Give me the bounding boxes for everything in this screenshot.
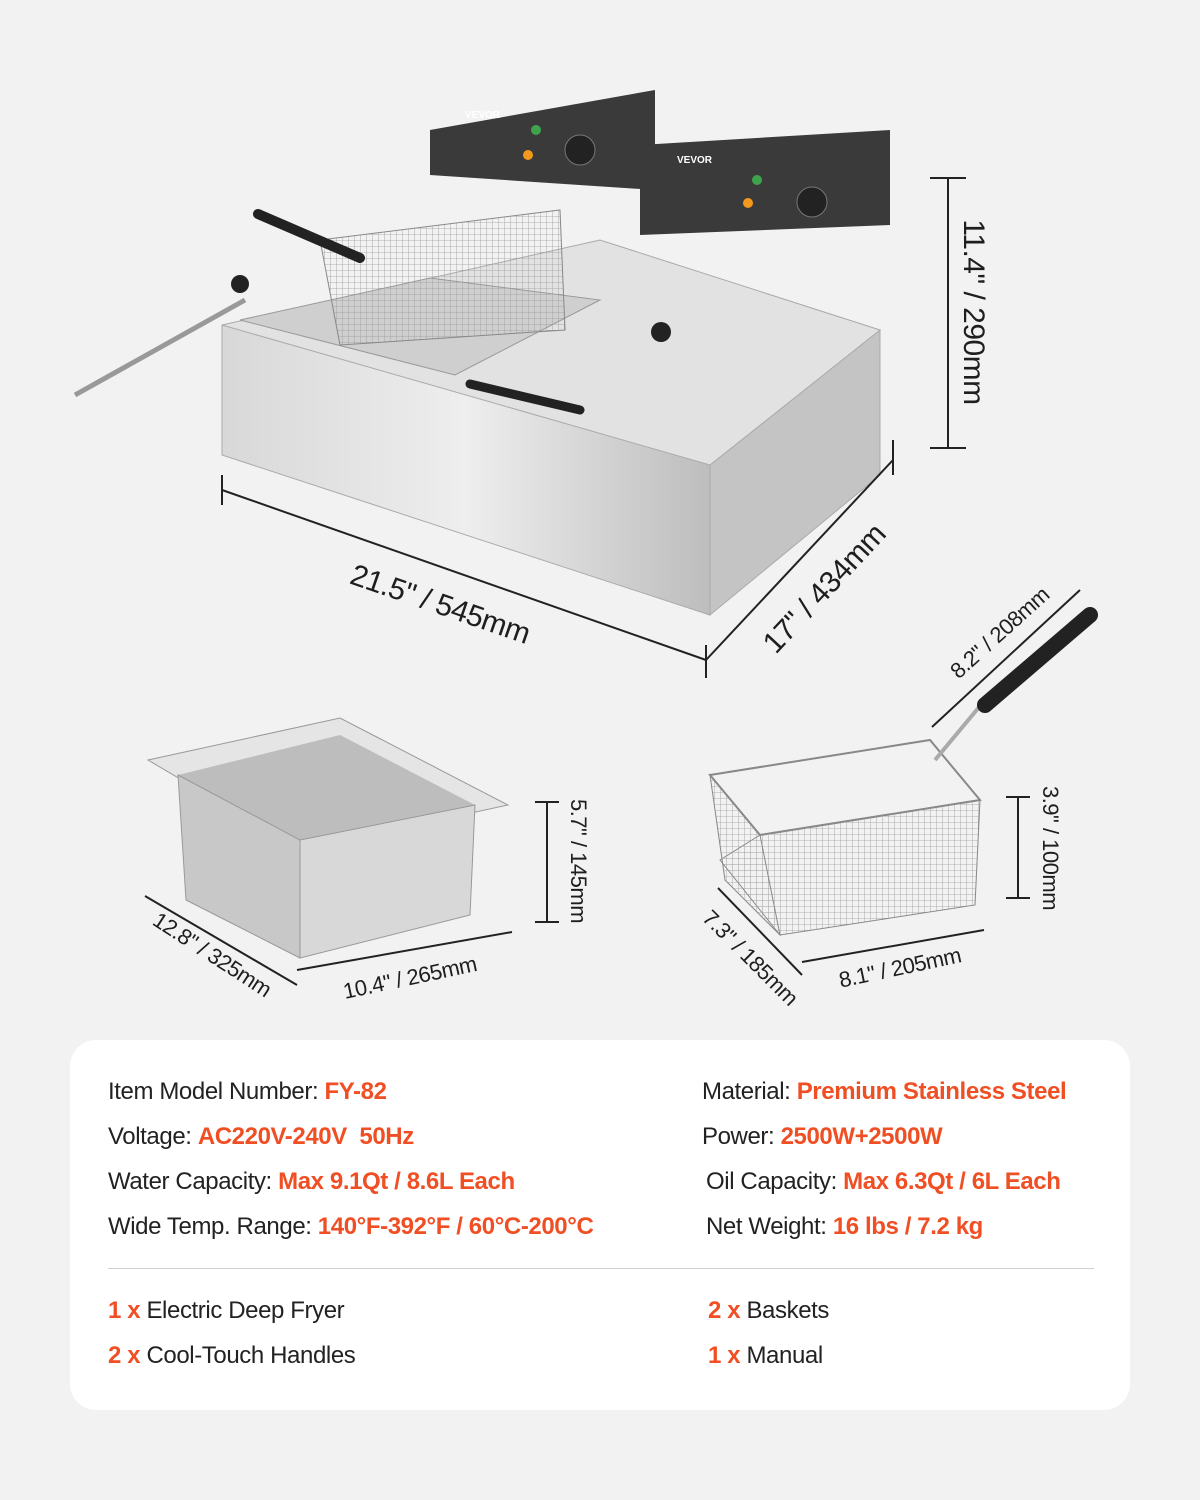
divider: [108, 1268, 1094, 1269]
spec-power: Power: 2500W+2500W: [702, 1123, 943, 1150]
oil-tank-image: [146, 717, 510, 959]
spec-net-weight: Net Weight: 16 lbs / 7.2 kg: [706, 1213, 983, 1240]
spec-water-capacity: Water Capacity: Max 9.1Qt / 8.6L Each: [108, 1168, 515, 1195]
spec-temp-range: Wide Temp. Range: 140°F-392°F / 60°C-200…: [108, 1213, 594, 1240]
brand-logo: VEVOR: [465, 110, 501, 121]
spec-voltage: Voltage: AC220V-240V 50Hz: [108, 1123, 414, 1150]
dimension-lines: [144, 177, 1081, 986]
package-item: 2 x Baskets: [708, 1297, 830, 1324]
package-item: 1 x Manual: [708, 1342, 823, 1369]
spec-card: Item Model Number: FY-82 Voltage: AC220V…: [70, 1040, 1130, 1410]
package-item: 1 x Electric Deep Fryer: [108, 1297, 345, 1324]
spec-oil-capacity: Oil Capacity: Max 6.3Qt / 6L Each: [706, 1168, 1061, 1195]
fryer-height-label: 11.4" / 290mm: [957, 219, 990, 405]
svg-text:VEVOR: VEVOR: [677, 155, 713, 166]
product-illustration: VEVOR VEVOR: [73, 90, 1098, 986]
spec-material: Material: Premium Stainless Steel: [702, 1078, 1067, 1105]
spec-model: Item Model Number: FY-82: [108, 1078, 387, 1105]
package-item: 2 x Cool-Touch Handles: [108, 1342, 356, 1369]
basket-height-label: 3.9" / 100mm: [1038, 785, 1063, 911]
fry-basket-image: [708, 607, 1098, 937]
deep-fryer-image: VEVOR VEVOR: [73, 90, 890, 617]
pan-height-label: 5.7" / 145mm: [566, 798, 591, 924]
